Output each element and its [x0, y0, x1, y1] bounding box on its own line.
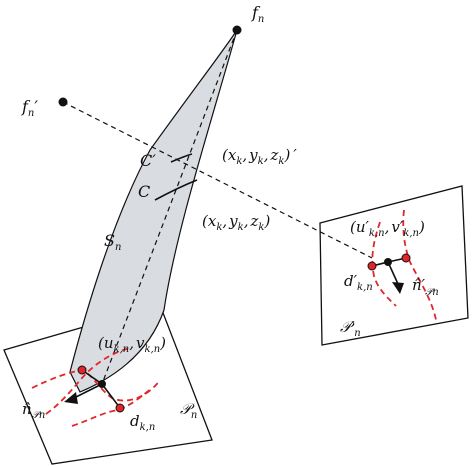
- normal-stem: [73, 383, 103, 399]
- label-d-prime: d′k,n: [344, 272, 373, 293]
- ray-fn-dashed: [101, 29, 238, 385]
- label-fn-prime: fn′: [21, 97, 38, 119]
- red-curve-prime-right: [402, 209, 437, 321]
- normal-prime-stem: [387, 261, 399, 285]
- point-red-prime-right: [401, 253, 411, 263]
- point-red-prime-left: [367, 261, 377, 271]
- normal-prime-arrowhead: [392, 282, 404, 294]
- red-curve-bottom: [71, 387, 153, 427]
- label-d: dk,n: [130, 412, 155, 433]
- label-p-prime: 𝒫′n: [340, 318, 361, 339]
- ray-fn-prime-dashed: [62, 101, 373, 259]
- label-xyz-prime: (xk,yk,zk)′: [222, 146, 297, 167]
- red-curve-upper: [45, 347, 131, 415]
- point-uv: [98, 380, 106, 388]
- point-uv-prime: [384, 258, 392, 266]
- red-curve-prime-left: [371, 221, 397, 307]
- label-n-prime: n̂′𝒫n: [412, 276, 439, 298]
- label-c: C: [138, 182, 150, 201]
- point-fn: [232, 25, 242, 35]
- label-fn: fn: [251, 3, 264, 25]
- surface-s-n: [69, 29, 238, 393]
- label-uv-prime: (u′k,n,v′k,n): [350, 218, 425, 239]
- label-xyz: (xk,yk,zk): [202, 212, 270, 233]
- label-uv: (uk,n,vk,n): [98, 334, 166, 355]
- curve-c: [154, 179, 198, 201]
- curve-c-prime: [170, 153, 193, 163]
- normal-arrowhead: [64, 392, 78, 404]
- label-c-prime: C′: [140, 151, 156, 170]
- label-s-n: Sn: [104, 231, 121, 253]
- point-red-bottom: [115, 403, 125, 413]
- label-n-hat: n̂𝒫n: [22, 400, 45, 421]
- point-red-left: [77, 365, 87, 375]
- point-fn-prime: [58, 97, 68, 107]
- connector-right: [101, 383, 121, 409]
